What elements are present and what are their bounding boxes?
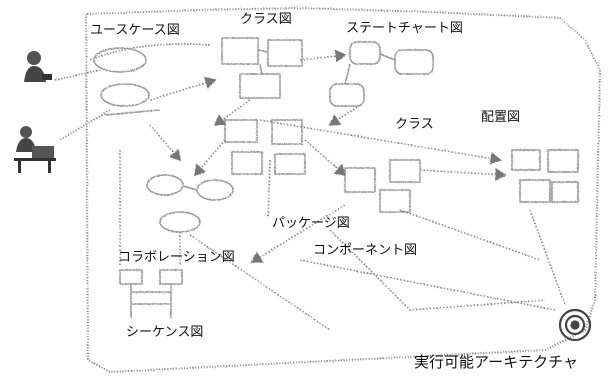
- class-diagram-sketch: [221, 37, 303, 99]
- label-collaboration-diagram: コラボレーション図: [118, 250, 235, 265]
- label-statechart-diagram: ステートチャート図: [346, 21, 463, 36]
- label-package-diagram: パッケージ図: [272, 216, 350, 231]
- actor-links: [54, 43, 211, 141]
- statechart-sketch: [329, 41, 434, 107]
- person-icon: [24, 51, 52, 82]
- component-sketch: [344, 159, 421, 213]
- use-case-sketch: [93, 47, 161, 116]
- label-class-diagram: クラス図: [240, 12, 292, 27]
- class-sketch: [224, 119, 306, 175]
- label-use-case-diagram: ユースケース図: [90, 23, 180, 38]
- sequence-sketch: [119, 269, 183, 318]
- person-at-desk-icon: [14, 126, 56, 173]
- deployment-sketch: [511, 149, 579, 203]
- label-class: クラス: [395, 117, 434, 132]
- outer-boundary: [84, 6, 602, 374]
- collaboration-sketch: [146, 174, 234, 233]
- bullseye-icon: [558, 308, 592, 342]
- connection-lines: [119, 49, 566, 331]
- label-component-diagram: コンポーネント図: [313, 243, 418, 258]
- label-sequence-diagram: シーケンス図: [126, 325, 204, 340]
- label-executable-architecture: 実行可能アーキテクチャ: [414, 353, 578, 371]
- label-deployment-diagram: 配置図: [481, 110, 521, 125]
